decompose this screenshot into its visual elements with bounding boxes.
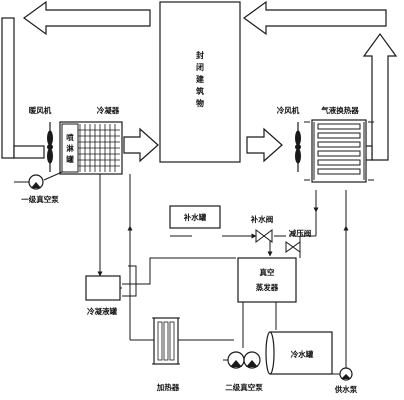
secondary-vacuum-pump-label: 二级真空泵	[225, 382, 263, 392]
condenser-coil-grid	[78, 124, 120, 172]
spray-tank-char-3: 罐	[65, 154, 74, 164]
sealed-building	[159, 1, 241, 163]
makeup-valve-icon	[255, 229, 273, 243]
makeup-tank	[169, 205, 221, 229]
heater-label: 加热器	[156, 382, 180, 392]
heater-fan-label: 暖风机	[29, 105, 52, 115]
airflow-arrow-top-left	[22, 0, 151, 36]
condensate-tank	[85, 275, 121, 301]
airflow-duct-right	[362, 32, 398, 161]
airflow-arrow-top-right	[242, 0, 387, 36]
primary-vacuum-pump-icon	[28, 174, 44, 190]
building-char-3: 建	[195, 74, 205, 84]
supply-pump-label: 供水泵	[334, 384, 358, 394]
building-char-5: 物	[196, 98, 204, 108]
vacuum-evaporator	[237, 257, 297, 303]
heater-fan-icon	[47, 122, 53, 172]
condenser-label: 冷凝器	[97, 105, 120, 115]
building-char-1: 封	[196, 50, 204, 60]
airflow-arrow-to-cooling-fan	[246, 127, 283, 163]
airflow-duct-left	[1, 17, 15, 159]
spray-tank-char-2: 淋	[66, 143, 74, 153]
building-char-2: 闭	[196, 62, 204, 72]
spray-tank	[61, 123, 79, 173]
spray-tank-char-1: 喷	[66, 132, 74, 142]
primary-vacuum-pump-label: 一级真空泵	[21, 194, 59, 204]
airflow-arrow-into-building	[123, 127, 159, 163]
cooling-fan-label: 冷风机	[277, 105, 300, 115]
cold-water-tank	[265, 331, 333, 375]
exchanger-fins	[313, 122, 365, 180]
cooling-fan-icon	[295, 122, 301, 172]
vacuum-evaporator-label-2: 蒸发器	[256, 282, 279, 292]
gas-liquid-exchanger-label: 气液换热器	[320, 105, 359, 115]
vacuum-evaporator-label-1: 真空	[260, 267, 275, 277]
pressure-reducing-valve-icon	[285, 241, 301, 253]
pressure-reducing-valve-label: 减压阀	[289, 228, 312, 238]
secondary-vacuum-pump-icon	[227, 351, 261, 369]
heater-icon	[152, 317, 180, 365]
supply-pump-icon	[339, 367, 353, 381]
makeup-tank-label: 补水罐	[183, 212, 207, 222]
makeup-valve-label: 补水阀	[250, 214, 274, 224]
building-char-4: 筑	[196, 86, 204, 96]
cold-water-tank-label: 冷水罐	[291, 349, 314, 359]
condensate-tank-label: 冷凝液罐	[87, 306, 117, 316]
